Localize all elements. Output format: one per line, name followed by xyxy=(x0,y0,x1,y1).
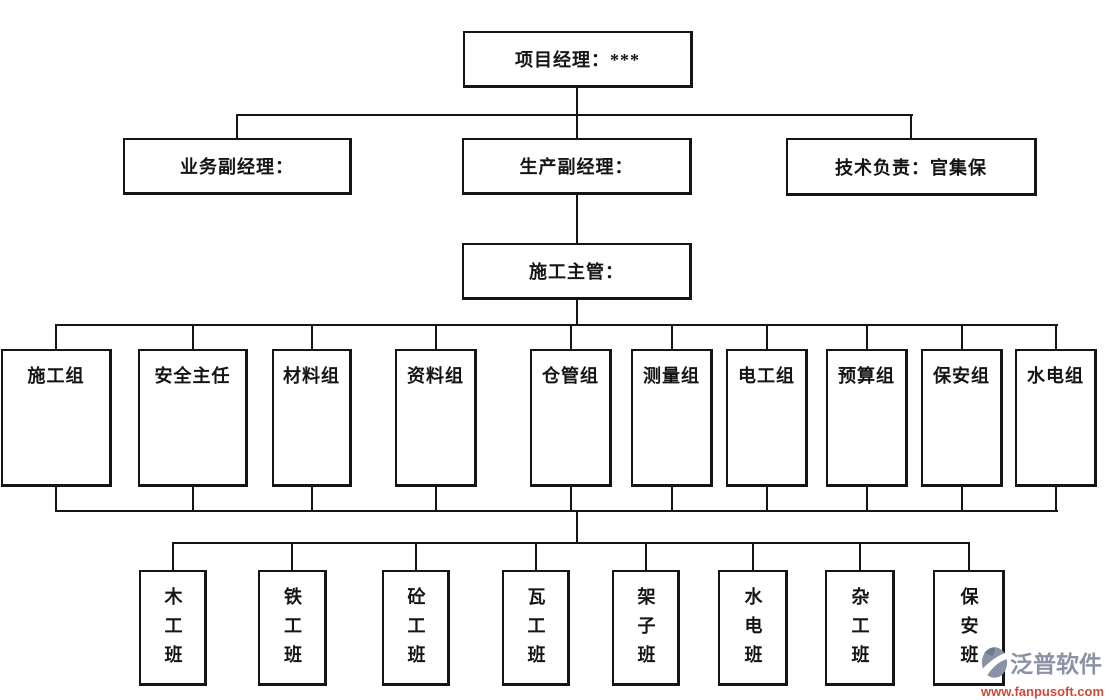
connector-line xyxy=(866,324,868,350)
connector-line xyxy=(766,485,768,512)
connector-line xyxy=(311,485,313,512)
connector-line xyxy=(961,485,963,512)
connector-line xyxy=(910,114,912,140)
node-concrete-crew: 砼工班 xyxy=(382,570,450,686)
connector-line xyxy=(859,542,861,571)
connector-line xyxy=(968,542,970,571)
watermark-brand: 泛普软件 xyxy=(1010,651,1102,677)
node-safety-director: 安全主任 xyxy=(138,349,248,487)
connector-line xyxy=(172,542,174,571)
connector-line xyxy=(576,193,578,243)
connector-line xyxy=(291,542,293,571)
connector-line xyxy=(576,114,578,140)
connector-line xyxy=(55,324,1058,326)
connector-line xyxy=(415,542,417,571)
node-ironwork-crew: 铁工班 xyxy=(258,570,327,686)
node-survey-group: 测量组 xyxy=(631,349,713,487)
connector-line xyxy=(576,86,578,115)
connector-line xyxy=(570,324,572,350)
connector-line xyxy=(961,324,963,350)
connector-line xyxy=(55,324,57,350)
connector-line xyxy=(576,510,578,544)
connector-line xyxy=(311,324,313,350)
node-project-manager: 项目经理：*** xyxy=(463,31,693,88)
connector-line xyxy=(55,485,57,512)
node-construction-supervisor: 施工主管： xyxy=(462,243,692,300)
watermark-url: www.fanpusoft.com xyxy=(981,684,1105,699)
node-masonry-crew: 瓦工班 xyxy=(502,570,570,686)
node-electrician-group: 电工组 xyxy=(726,349,808,487)
connector-line xyxy=(866,485,868,512)
connector-line xyxy=(576,298,578,326)
node-construction-group: 施工组 xyxy=(1,349,112,487)
connector-line xyxy=(192,485,194,512)
connector-line xyxy=(192,324,194,350)
node-technical-lead: 技术负责：官集保 xyxy=(786,138,1037,196)
connector-line xyxy=(55,510,1058,512)
node-scaffolding-crew: 架子班 xyxy=(612,570,680,686)
node-materials-group: 材料组 xyxy=(272,349,352,487)
connector-line xyxy=(766,324,768,350)
node-budget-group: 预算组 xyxy=(826,349,908,487)
connector-line xyxy=(236,114,913,116)
connector-line xyxy=(671,485,673,512)
connector-line xyxy=(435,324,437,350)
connector-line xyxy=(570,485,572,512)
connector-line xyxy=(645,542,647,571)
node-security-group: 保安组 xyxy=(921,349,1003,487)
connector-line xyxy=(752,542,754,571)
connector-line xyxy=(435,485,437,512)
node-production-deputy-manager: 生产副经理： xyxy=(462,138,692,195)
node-warehouse-group: 仓管组 xyxy=(530,349,612,487)
node-plumbing-electric-crew: 水电班 xyxy=(718,570,788,686)
fanpu-swoosh-icon xyxy=(981,645,1008,684)
node-business-deputy-manager: 业务副经理： xyxy=(123,138,352,195)
connector-line xyxy=(1055,324,1057,350)
connector-line xyxy=(172,542,970,544)
node-documents-group: 资料组 xyxy=(395,349,477,487)
node-carpentry-crew: 木工班 xyxy=(139,570,207,686)
connector-line xyxy=(236,114,238,140)
node-general-labor-crew: 杂工班 xyxy=(825,570,895,686)
connector-line xyxy=(671,324,673,350)
fanpu-watermark: 泛普软件 www.fanpusoft.com xyxy=(981,645,1107,698)
node-plumbing-electric-group: 水电组 xyxy=(1015,349,1097,487)
connector-line xyxy=(1055,485,1057,512)
connector-line xyxy=(535,542,537,571)
